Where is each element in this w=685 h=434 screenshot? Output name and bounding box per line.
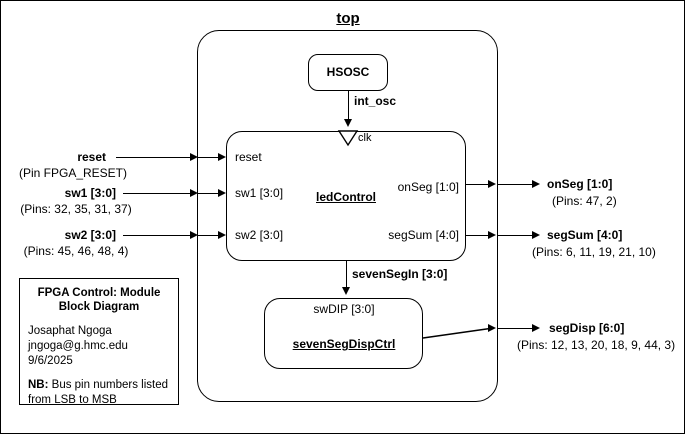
segdisp-wire-outer — [498, 328, 534, 329]
ledcontrol-port-reset: reset — [235, 150, 262, 164]
reset-arrowhead-block — [218, 152, 226, 161]
ledcontrol-block[interactable] — [226, 131, 466, 261]
int-osc-arrowhead — [343, 119, 352, 127]
ledcontrol-port-segsum: segSum [4:0] — [388, 228, 459, 242]
int-osc-wire — [348, 91, 349, 123]
input-port-sw1-name: sw1 [3:0] — [64, 186, 116, 200]
legend-date: 9/6/2025 — [28, 354, 73, 367]
input-port-sw1-pins: (Pins: 32, 35, 31, 37) — [20, 202, 132, 216]
sevensegin-wire — [346, 261, 347, 289]
segdisp-arrowhead-port — [532, 323, 540, 332]
sevensegdispctrl-block[interactable] — [264, 298, 423, 369]
legend-spacer-1 — [28, 315, 170, 324]
output-port-onseg-name: onSeg [1:0] — [547, 177, 613, 191]
reset-arrowhead-boundary — [190, 152, 198, 161]
segsum-arrowhead-port — [532, 230, 540, 239]
legend-title-line2: Block Diagram — [58, 301, 140, 314]
sevensegin-label: sevenSegIn [3:0] — [352, 267, 448, 281]
reset-wire-inner — [198, 157, 220, 158]
onseg-wire-inner — [466, 184, 490, 185]
output-port-segdisp-name: segDisp [6:0] — [549, 321, 625, 335]
input-port-reset-name: reset — [77, 150, 106, 164]
output-port-segdisp-pins: (Pins: 12, 13, 20, 18, 9, 44, 3) — [517, 338, 676, 352]
sw2-wire-outer — [123, 235, 192, 236]
output-port-segsum-pins: (Pins: 6, 11, 19, 21, 10) — [532, 245, 656, 259]
output-port-onseg-pins: (Pins: 47, 2) — [552, 194, 617, 208]
legend-note-line1: NB: Bus pin numbers listed — [28, 378, 170, 393]
input-port-sw2-pins: (Pins: 45, 46, 48, 4) — [23, 244, 129, 258]
onseg-arrowhead-boundary — [488, 179, 496, 188]
sw2-wire-inner — [198, 235, 220, 236]
legend-email: jngoga@g.hmc.edu — [28, 339, 128, 352]
legend-author: Josaphat Ngoga — [28, 324, 112, 337]
legend-title-line1: FPGA Control: Module — [37, 287, 161, 299]
ledcontrol-port-sw1: sw1 [3:0] — [235, 186, 284, 200]
input-port-sw2-name: sw2 [3:0] — [64, 228, 116, 242]
sw1-arrowhead-block — [218, 188, 226, 197]
legend-box: FPGA Control: Module Block Diagram Josap… — [19, 278, 179, 406]
sw1-wire-inner — [198, 193, 220, 194]
sw1-wire-outer — [123, 193, 192, 194]
reset-wire-outer — [116, 157, 192, 158]
output-port-segsum-name: segSum [4:0] — [547, 228, 623, 242]
onseg-wire-outer — [498, 184, 534, 185]
sevensegdispctrl-block-label: sevenSegDispCtrl — [292, 337, 396, 351]
legend-note-label: NB: — [28, 378, 49, 391]
legend-spacer-2 — [28, 369, 170, 378]
hsosc-block-label: HSOSC — [326, 65, 370, 79]
top-module-title: top — [336, 10, 360, 27]
input-port-reset-pins: (Pin FPGA_RESET) — [18, 166, 128, 180]
sw2-arrowhead-block — [218, 230, 226, 239]
ledcontrol-block-label: ledControl — [316, 190, 376, 204]
sw1-arrowhead-boundary — [190, 188, 198, 197]
int-osc-label: int_osc — [354, 94, 397, 108]
segsum-wire-outer — [498, 235, 534, 236]
legend-note-text1: Bus pin numbers listed — [48, 378, 168, 391]
onseg-arrowhead-port — [532, 179, 540, 188]
ledcontrol-port-sw2: sw2 [3:0] — [235, 228, 284, 242]
segsum-arrowhead-boundary — [488, 230, 496, 239]
segsum-wire-inner — [466, 235, 490, 236]
hsosc-block[interactable] — [308, 54, 388, 91]
segdisp-arrowhead-boundary — [488, 323, 496, 332]
sevensegin-arrowhead — [341, 287, 350, 295]
ledcontrol-clk-port-label: clk — [358, 132, 372, 144]
legend-note-line2: from LSB to MSB — [28, 393, 117, 406]
ledcontrol-port-onseg: onSeg [1:0] — [397, 180, 459, 194]
sevensegdispctrl-port-swdip: swDIP [3:0] — [313, 302, 375, 316]
sw2-arrowhead-boundary — [190, 230, 198, 239]
